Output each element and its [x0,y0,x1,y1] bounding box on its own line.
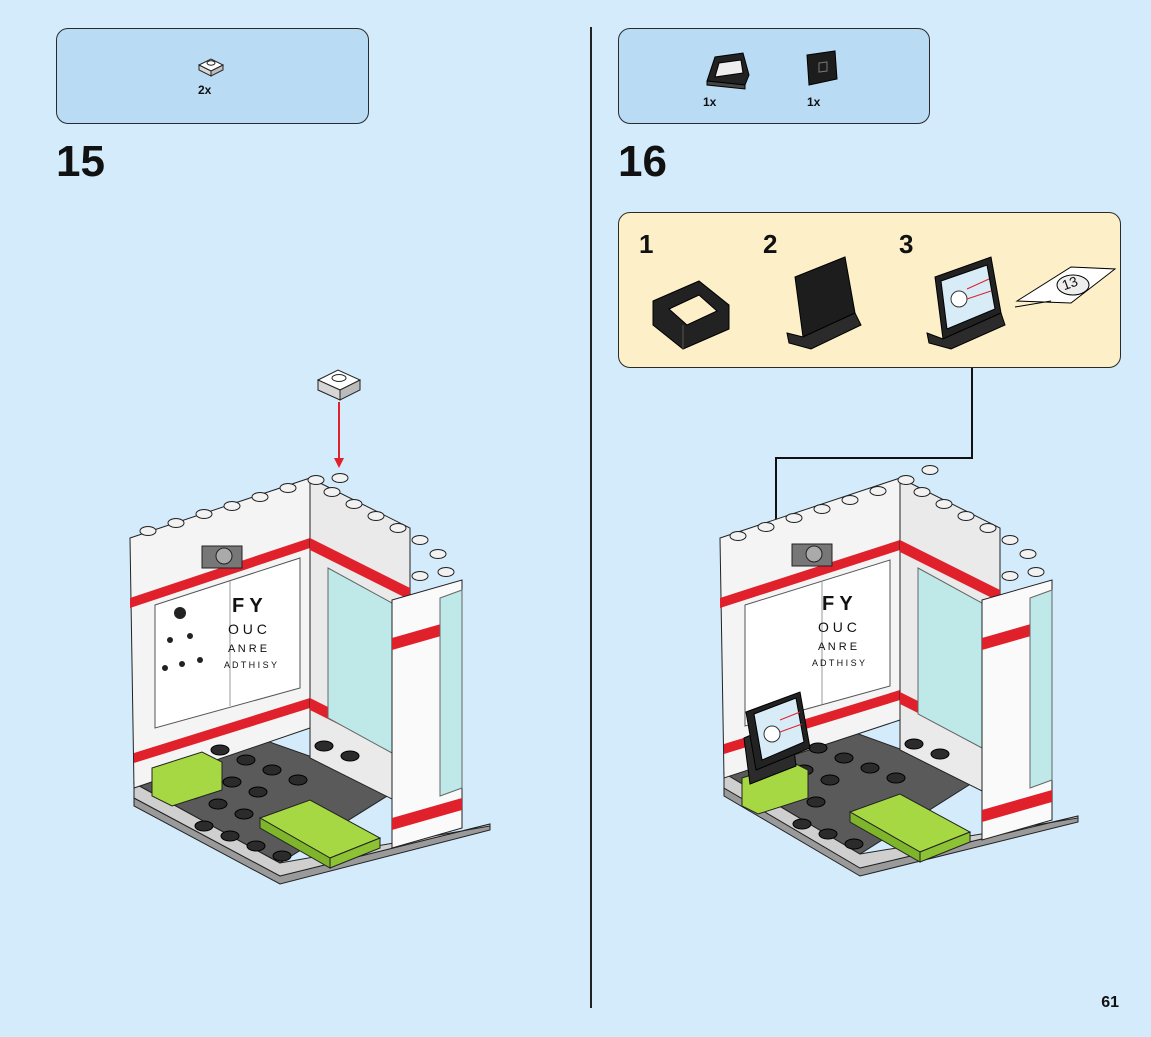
sticker-13-icon [1014,266,1117,308]
eye-chart-line4: A D T H I S Y [224,660,277,670]
eye-chart-line2: O U C [818,619,857,635]
eye-chart-line3: A N R E [818,641,857,653]
step15-model-illustration: F Y O U C A N R E A D T H I S Y [129,369,491,885]
substep2-bracket-tile-icon [786,256,862,350]
falling-plate-icon [316,369,362,401]
eye-chart-line2: O U C [228,621,267,637]
part-quantity: 2x [198,83,212,97]
eye-chart-line4: A D T H I S Y [812,658,865,668]
step16-model-illustration: F Y O U C A N R E A D T H I S Y [719,465,1079,877]
white-plate-1x1-icon [197,58,225,77]
step16-parts-box: 1x 1x [618,28,930,124]
step-number-16: 16 [618,137,667,186]
step-number-15: 15 [56,137,105,186]
substep-number-1: 1 [639,229,654,259]
part-quantity: 1x [807,95,821,109]
eye-chart-line3: A N R E [228,643,267,655]
substep3-screen-assembly-icon [926,256,1006,350]
black-tile-2x2-icon [806,50,838,86]
step15-parts-box: 2x [56,28,369,124]
black-slope-bracket-icon [706,52,750,90]
substep-number-2: 2 [763,229,778,259]
page-number: 61 [1101,994,1119,1011]
eye-chart-line1: F Y [822,593,853,615]
eye-chart-line1: F Y [232,595,263,617]
page-divider [590,27,592,1008]
part-quantity: 1x [703,95,717,109]
substeps-box: 1 2 3 13 [618,212,1121,368]
substep-number-3: 3 [899,229,914,259]
substep1-bracket-icon [652,280,730,350]
